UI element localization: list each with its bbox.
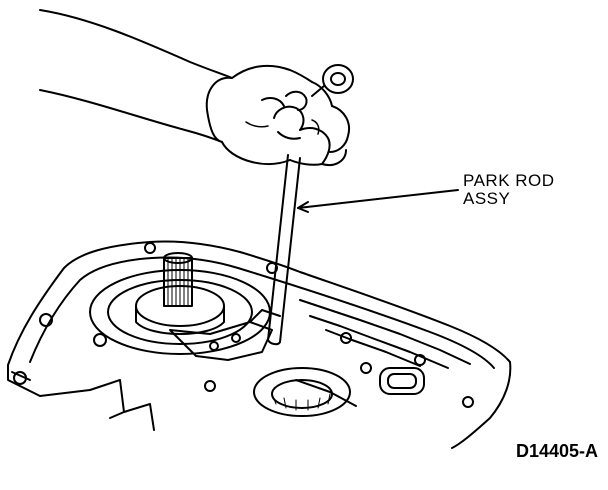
figure-id: D14405-A	[515, 441, 598, 461]
lower-bore	[253, 367, 351, 417]
park-rod-callout-label: PARK ROD ASSY	[463, 172, 555, 208]
park-plate	[169, 309, 281, 361]
arm-sleeve	[39, 9, 233, 143]
transmission-case	[7, 240, 512, 449]
hand	[205, 64, 350, 166]
callout-line-2: ASSY	[463, 189, 511, 208]
callout-line-1: PARK ROD	[463, 171, 555, 190]
park-rod	[267, 154, 301, 346]
callout-leader	[297, 189, 459, 213]
rod-eye	[311, 64, 354, 97]
